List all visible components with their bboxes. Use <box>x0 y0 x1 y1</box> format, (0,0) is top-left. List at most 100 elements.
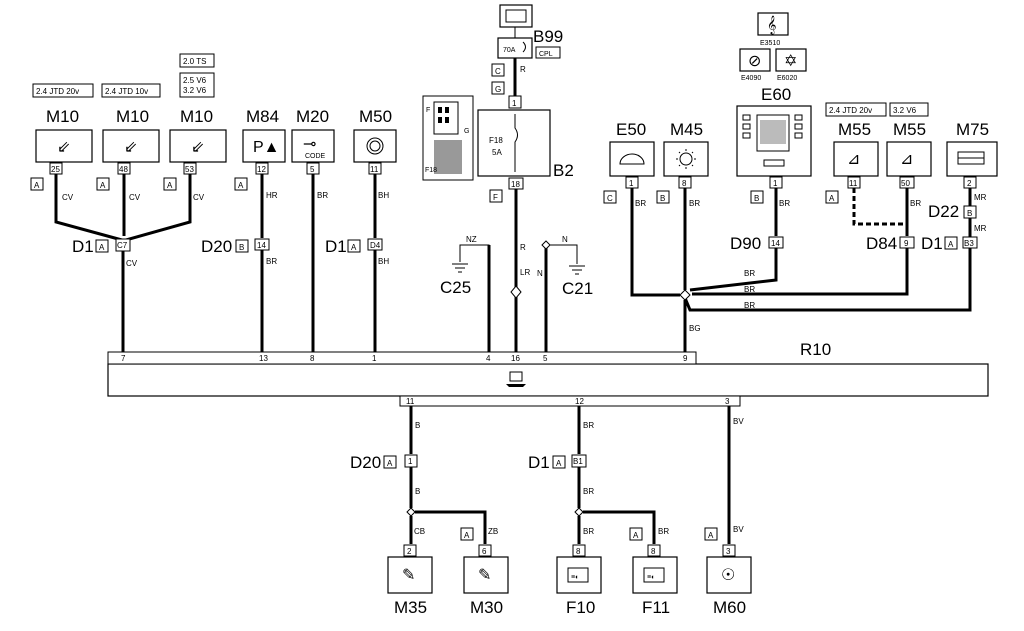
sensor-icon: ⊿ <box>847 151 860 168</box>
svg-text:11: 11 <box>370 165 379 174</box>
r10-pin-4: 4 <box>486 354 491 363</box>
m50: M50 11 BH D1 A D4 BH <box>325 107 397 352</box>
svg-text:M10: M10 <box>46 107 79 126</box>
svg-text:B: B <box>415 421 420 430</box>
f11: A 8 ≡◐ F11 <box>629 527 678 617</box>
r10-pin-8: 8 <box>310 354 315 363</box>
svg-text:1: 1 <box>773 179 778 188</box>
svg-text:53: 53 <box>185 165 194 174</box>
svg-text:M75: M75 <box>956 120 989 139</box>
b99-fuse: 70A B99 CPL C G R <box>491 4 563 96</box>
svg-text:50: 50 <box>901 179 910 188</box>
fan-icon: ✡ <box>784 53 797 70</box>
svg-text:MR: MR <box>974 193 987 202</box>
lamp-icon <box>567 567 589 583</box>
svg-text:2.5 V6: 2.5 V6 <box>183 76 207 85</box>
svg-text:2.4 JTD 20v: 2.4 JTD 20v <box>36 87 79 96</box>
svg-text:CV: CV <box>126 259 138 268</box>
laptop-icon <box>506 371 526 387</box>
svg-text:12: 12 <box>257 165 266 174</box>
sensor-icon: ⊿ <box>900 151 913 168</box>
svg-text:18: 18 <box>511 180 520 189</box>
m35: 2 ✎ M35 <box>387 544 433 617</box>
svg-text:A: A <box>238 181 244 190</box>
svg-text:CPL: CPL <box>539 51 553 58</box>
svg-text:A: A <box>829 194 835 203</box>
svg-text:F10: F10 <box>566 598 595 617</box>
svg-text:B1: B1 <box>573 457 583 466</box>
injector-icon: ⇙ <box>191 139 204 156</box>
m30: A 6 ✎ M30 <box>460 527 509 617</box>
svg-text:3.2 V6: 3.2 V6 <box>893 106 917 115</box>
svg-text:E3510: E3510 <box>760 40 780 47</box>
svg-text:BR: BR <box>583 487 594 496</box>
svg-text:D1: D1 <box>921 234 943 253</box>
svg-text:D22: D22 <box>928 202 959 221</box>
svg-text:B: B <box>415 487 420 496</box>
r10-module: R10 7 13 8 1 4 16 5 9 11 12 3 <box>107 340 989 407</box>
svg-text:B2: B2 <box>553 161 574 180</box>
svg-text:F18: F18 <box>425 167 437 174</box>
svg-text:LR: LR <box>520 268 530 277</box>
svg-text:C: C <box>495 67 501 76</box>
svg-text:1: 1 <box>408 457 413 466</box>
m10-c: 2.0 TS 2.5 V6 3.2 V6 M10 ⇙ 53 A CV <box>163 53 227 202</box>
svg-text:70A: 70A <box>503 47 516 54</box>
c21-ground: N N C21 <box>537 235 593 352</box>
svg-text:CODE: CODE <box>305 153 326 160</box>
svg-text:A: A <box>464 531 470 540</box>
svg-text:M45: M45 <box>670 120 703 139</box>
r10-pin-13: 13 <box>259 354 268 363</box>
svg-text:E6020: E6020 <box>777 75 797 82</box>
svg-text:D90: D90 <box>730 234 761 253</box>
svg-text:D1: D1 <box>528 453 550 472</box>
airbag-icon: ☉ <box>721 567 735 584</box>
svg-text:9: 9 <box>904 239 909 248</box>
d20-branch: B D20 A 1 B CB ZB <box>350 406 498 544</box>
svg-text:BR: BR <box>658 527 669 536</box>
m55-b: 3.2 V6 M55 ⊿ 50 BR D84 9 <box>692 102 932 296</box>
svg-text:A: A <box>351 243 357 252</box>
svg-text:E4090: E4090 <box>741 75 761 82</box>
svg-text:8: 8 <box>682 179 687 188</box>
key-icon: ⊸ <box>303 136 316 153</box>
svg-text:2: 2 <box>407 547 412 556</box>
svg-text:M10: M10 <box>116 107 149 126</box>
svg-text:BR: BR <box>583 527 594 536</box>
svg-text:BV: BV <box>733 525 744 534</box>
svg-text:A: A <box>948 240 954 249</box>
screen-icon <box>756 114 790 152</box>
svg-text:3: 3 <box>726 547 731 556</box>
svg-text:N: N <box>562 235 568 244</box>
r10-pin-5: 5 <box>543 354 548 363</box>
svg-text:A: A <box>387 459 393 468</box>
svg-text:BR: BR <box>635 199 646 208</box>
svg-text:M55: M55 <box>893 120 926 139</box>
svg-text:A: A <box>633 531 639 540</box>
svg-text:25: 25 <box>51 165 60 174</box>
svg-text:C7: C7 <box>117 241 128 250</box>
svg-text:BR: BR <box>744 269 755 278</box>
r10-pin-12: 12 <box>575 397 584 406</box>
injector-icon: ⇙ <box>124 139 137 156</box>
svg-text:ZB: ZB <box>488 527 498 536</box>
r10-pin-1: 1 <box>372 354 377 363</box>
svg-text:M55: M55 <box>838 120 871 139</box>
splice-r10-9: BR BR BR BG <box>679 269 755 352</box>
e60: 𝄞 E3510 ⊘ ✡ E4090 E6020 E60 1 B BR D90 1… <box>689 12 812 292</box>
m55-a: 2.4 JTD 20v M55 ⊿ 11 A <box>825 102 906 226</box>
svg-text:B: B <box>660 194 665 203</box>
svg-text:B: B <box>239 243 244 252</box>
parking-sensor-icon: P▲ <box>253 139 280 156</box>
svg-text:N: N <box>537 269 543 278</box>
svg-text:D1: D1 <box>325 237 347 256</box>
svg-text:D84: D84 <box>866 234 897 253</box>
gauge-icon <box>619 153 645 165</box>
washer-icon: ✎ <box>478 567 491 584</box>
clef-icon: 𝄞 <box>767 16 776 35</box>
svg-text:A: A <box>167 181 173 190</box>
d1-c7-connector: D1 A C7 CV <box>72 237 138 268</box>
m10-a: 2.4 JTD 20v M10 ⇙ 25 A CV <box>30 83 94 202</box>
b2-fusebox: 1 F18 5A 18 B2 F R LR F G F18 <box>422 95 574 352</box>
